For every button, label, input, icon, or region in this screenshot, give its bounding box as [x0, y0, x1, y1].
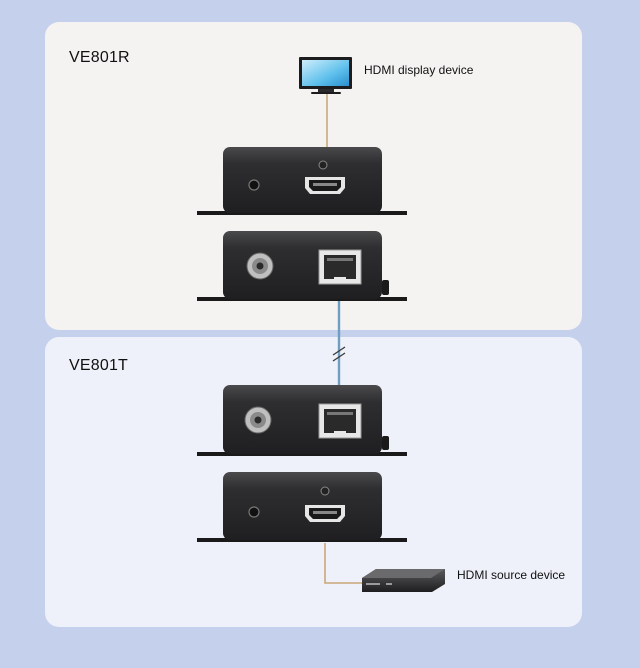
led-indicator-icon — [320, 486, 330, 496]
coax-connector-icon — [244, 406, 272, 434]
receiver-hdmi-unit — [197, 147, 407, 215]
hdmi-port-icon — [305, 177, 345, 194]
transmitter-title: VE801T — [69, 357, 129, 374]
power-jack-icon — [248, 506, 260, 518]
receiver-rj45-unit — [197, 231, 407, 301]
rj45-port-icon — [318, 249, 362, 285]
source-device-label: HDMI source device — [457, 568, 566, 582]
coax-connector-icon — [246, 252, 274, 280]
display-device-label: HDMI display device — [364, 63, 474, 77]
led-indicator-icon — [318, 160, 328, 170]
rj45-port-icon — [318, 403, 362, 439]
power-jack-icon — [248, 179, 260, 191]
media-player-icon — [362, 569, 445, 592]
transmitter-rj45-unit — [197, 385, 407, 456]
hdmi-cable-source — [324, 543, 362, 584]
receiver-title: VE801R — [69, 49, 130, 66]
cable-break-icon — [332, 346, 346, 362]
transmitter-hdmi-unit — [197, 472, 407, 542]
hdmi-port-icon — [305, 505, 345, 522]
monitor-icon — [299, 57, 352, 94]
